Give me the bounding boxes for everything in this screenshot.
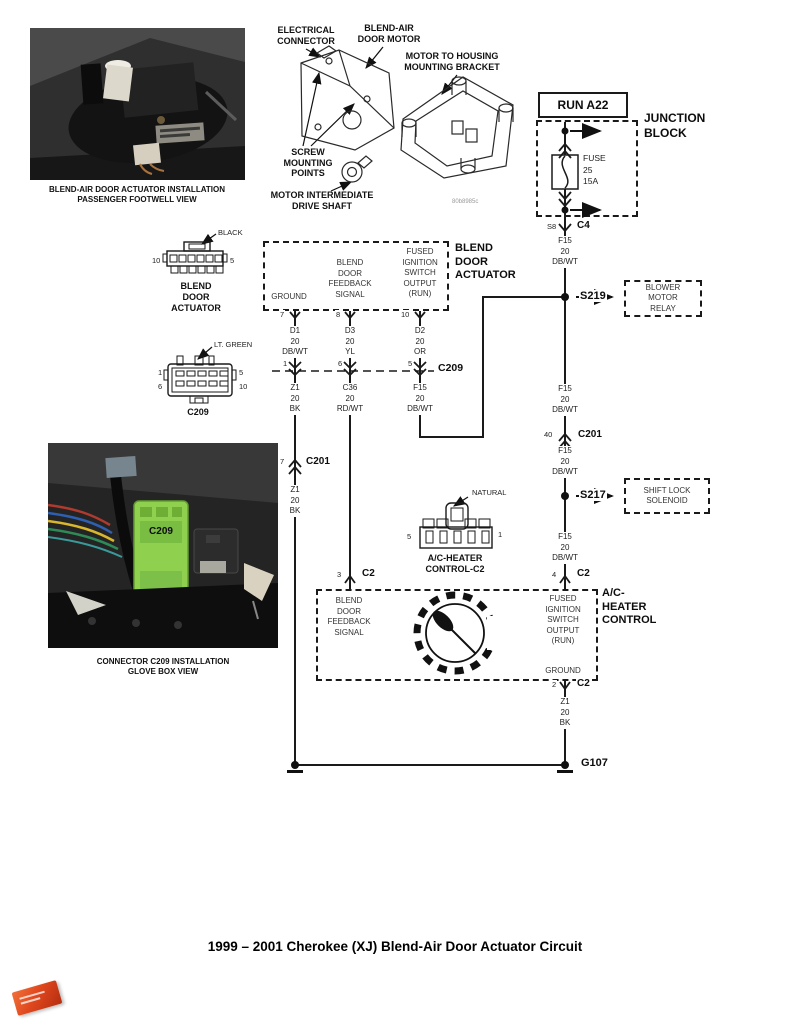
blower-motor-relay-box: BLOWER MOTOR RELAY [624,280,702,317]
wire-z1-bot-label: Z1 20 BK [287,485,303,517]
blend-door-actuator-title: BLEND DOOR ACTUATOR [455,242,516,281]
watermark-logo [11,980,63,1016]
driveshaft-illustration [341,155,373,183]
shift-lock-solenoid-box: SHIFT LOCK SOLENOID [624,478,710,514]
ac-ground-label: GROUND [545,666,581,675]
run-a22-box: RUN A22 [538,92,628,118]
run-a22-label: RUN A22 [557,98,609,112]
connector-c209-inline-label: C209 [437,362,465,374]
c2-connector-drawing [419,502,493,549]
connector-c4-label: C4 [576,220,591,231]
c2-pin-2: 2 [551,680,558,689]
wire-f15-label-1: F15 20 DB/WT [550,236,580,268]
page-title: 1999 – 2001 Cherokee (XJ) Blend-Air Door… [207,939,583,954]
c209-pin-6: 6 [157,382,164,391]
actuator-connector-caption: BLEND DOOR ACTUATOR [171,281,221,313]
c201-pin-40: 40 [543,430,554,439]
c2-connector-color: NATURAL [472,488,507,497]
w1-c201-pin-7: 7 [279,457,286,466]
wire-d3-label: D3 20 YL [342,326,358,358]
junction-exit-pin: S8 [546,222,558,231]
splice-s217-label: S217 [579,489,607,501]
actuator-fused-output-label: FUSED IGNITION SWITCH OUTPUT (RUN) [402,247,438,298]
label-screw-mounting-points: SCREW MOUNTING POINTS [283,147,333,178]
watermark-line [19,990,45,1000]
motor-illustration [300,45,395,151]
label-blend-air-door-motor: BLEND-AIR DOOR MOTOR [357,23,421,44]
actuator-connector-drawing [162,241,228,274]
blend-door-actuator-box [263,241,449,311]
w3-c209-pin-5: 5 [407,359,414,368]
junction-block-label: JUNCTION BLOCK [644,111,706,140]
photo-glovebox: C209 [47,443,278,648]
photo-c209-tag: C209 [149,526,173,537]
w2-c209-pin-6: 6 [337,359,344,368]
connector-c2-out-label: C2 [576,678,591,689]
actuator-feedback-label: BLEND DOOR FEEDBACK SIGNAL [328,258,372,299]
photo-footwell [30,28,245,180]
wire-c36-label: C36 20 RD/WT [334,383,366,415]
connector-c2-in-label: C2 [576,568,591,579]
c209-connector-color: LT. GREEN [214,340,253,349]
connector-c201-right-label: C201 [577,429,603,440]
wire-d1-label: D1 20 DB/WT [280,326,310,358]
connector-c2-left-label: C2 [361,568,376,579]
c2-pin-4: 4 [551,570,558,579]
w1-pin-7: 7 [279,310,286,319]
connector-c201-left-label: C201 [305,456,331,467]
c2-connector-caption: A/C-HEATER CONTROL-C2 [425,553,485,574]
w2-c2-pin-3: 3 [336,570,343,579]
fuse-label: FUSE 25 15A [583,153,606,186]
ac-heater-control-title: A/C- HEATER CONTROL [602,587,657,626]
wire-f15-left-label: F15 20 DB/WT [405,383,435,415]
label-drive-shaft: MOTOR INTERMEDIATE DRIVE SHAFT [270,190,374,211]
actuator-connector-pin-5: 5 [229,256,236,265]
bracket-illustration [400,76,514,179]
w3-pin-10: 10 [400,310,411,319]
shift-lock-solenoid-label: SHIFT LOCK SOLENOID [643,485,691,506]
actuator-ground-label: GROUND [271,292,307,301]
splice-s219-label: S219 [579,290,607,302]
wire-f15-label-3: F15 20 DB/WT [550,446,580,478]
c2-connector-pin-5: 5 [406,532,413,541]
c209-connector-caption: C209 [187,407,209,417]
wire-f15-label-4: F15 20 DB/WT [550,532,580,564]
photo-glovebox-caption: CONNECTOR C209 INSTALLATION GLOVE BOX VI… [96,657,230,676]
ground-g107-label: G107 [580,757,609,769]
w2-pin-8: 8 [335,310,342,319]
label-electrical-connector: ELECTRICAL CONNECTOR [277,25,335,46]
c209-pin-10: 10 [238,382,249,391]
c209-connector-drawing [163,355,237,404]
figure-code: 80b8985c [452,199,479,205]
c209-pin-5: 5 [238,368,245,377]
c209-pin-1: 1 [157,368,164,377]
blower-motor-relay-label: BLOWER MOTOR RELAY [645,282,681,313]
photo-glovebox-image [47,443,278,648]
label-mounting-bracket: MOTOR TO HOUSING MOUNTING BRACKET [404,51,500,72]
ac-feedback-label: BLEND DOOR FEEDBACK SIGNAL [327,596,371,637]
actuator-connector-color: BLACK [218,228,243,237]
wire-z1-right-label: Z1 20 BK [557,697,573,729]
actuator-connector-pin-10: 10 [151,256,162,265]
wire-d2-label: D2 20 OR [412,326,428,358]
ac-heater-control-box [316,589,598,681]
w1-c209-pin-1: 1 [282,359,289,368]
wire-z1-mid-label: Z1 20 BK [287,383,303,415]
wire-f15-label-2: F15 20 DB/WT [550,384,580,416]
photo-footwell-image [30,28,245,180]
ac-fused-output-label: FUSED IGNITION SWITCH OUTPUT (RUN) [545,594,581,645]
c2-connector-pin-1: 1 [497,530,504,539]
photo-footwell-caption: BLEND-AIR DOOR ACTUATOR INSTALLATION PAS… [49,185,225,204]
